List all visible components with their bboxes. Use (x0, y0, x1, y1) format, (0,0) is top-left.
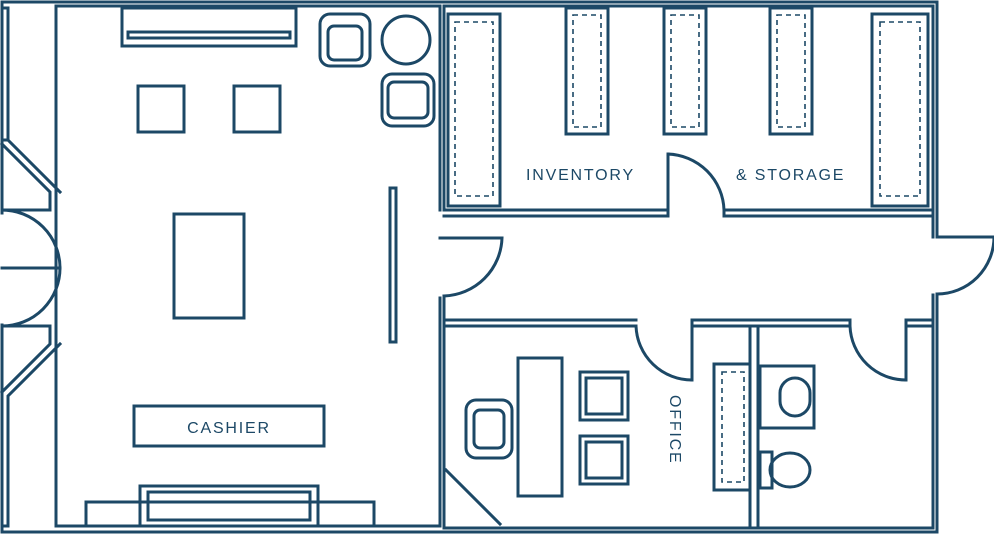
storefront-window-lower (0, 324, 63, 528)
storefront-window-upper (0, 6, 63, 212)
entrance-double-door (0, 208, 62, 328)
cashier-label: CASHIER (187, 420, 271, 437)
exterior-walls (0, 0, 939, 534)
office-furniture (464, 356, 630, 498)
office-label: OFFICE (666, 395, 683, 464)
interior-walls (442, 152, 935, 530)
sales-floor-furniture (84, 6, 398, 528)
inventory-label: INVENTORY (526, 167, 635, 184)
restroom-fixtures (712, 362, 816, 492)
storage-shelving (446, 6, 930, 208)
cashier-counter (132, 404, 326, 448)
lounge-seating (318, 12, 436, 128)
storage-label: & STORAGE (736, 167, 845, 184)
